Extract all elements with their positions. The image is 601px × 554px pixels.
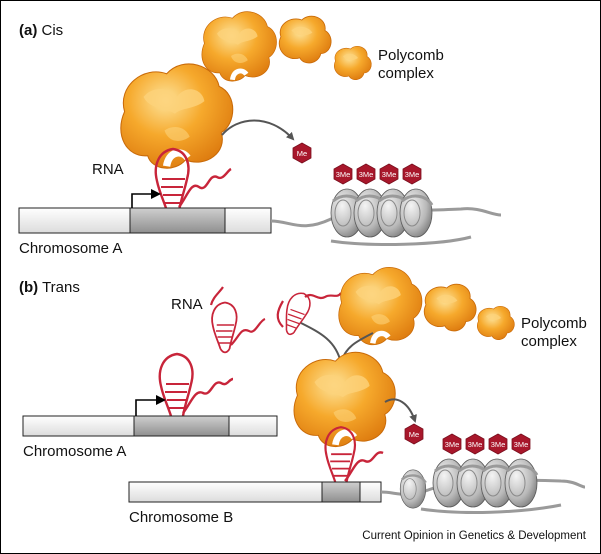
gene-region-b xyxy=(133,415,230,437)
polycomb-label-b-line1: Polycomb xyxy=(521,315,587,332)
converge-arrow-left xyxy=(300,322,342,364)
trimethyl-label-b-3: 3Me xyxy=(491,440,506,449)
rna-label-b: RNA xyxy=(171,296,203,313)
polycomb-label-b-line2: complex xyxy=(521,333,577,350)
panel-b-heading: (b) Trans xyxy=(19,280,80,295)
chromosome-a-label-b: Chromosome A xyxy=(23,443,127,460)
chromosome-b-label: Chromosome B xyxy=(129,509,234,526)
me-label-b: Me xyxy=(409,430,419,439)
polycomb-complex-b-medium xyxy=(423,283,477,332)
promoter-arrow xyxy=(131,189,161,208)
panel-a-title: Cis xyxy=(41,22,64,39)
rna-hairpin-b-chrom-a xyxy=(158,352,194,422)
free-rna-2-tail xyxy=(276,292,342,328)
dna-strand-bottom xyxy=(330,235,472,246)
polycomb-complex-b-small xyxy=(476,305,515,341)
polycomb-complex-medium xyxy=(278,15,332,64)
panel-b-letter: (b) xyxy=(19,279,39,296)
trimethyl-label-a-2: 3Me xyxy=(359,170,374,179)
nucleosome-array-a xyxy=(329,187,434,239)
panel-b-title: Trans xyxy=(42,279,80,296)
chromosome-a-label: Chromosome A xyxy=(19,240,123,257)
polycomb-complex-bound xyxy=(121,64,233,168)
free-rna-1-tail xyxy=(209,286,266,346)
polycomb-label-a-line2: complex xyxy=(378,65,434,82)
trimethyl-label-a-1: 3Me xyxy=(336,170,351,179)
gene-region xyxy=(129,207,226,234)
free-rna-1 xyxy=(211,301,238,354)
polycomb-complex-large xyxy=(202,12,277,81)
dna-strand-b-bottom xyxy=(420,503,562,514)
trimethyl-label-b-4: 3Me xyxy=(514,440,529,449)
trimethyl-label-a-3: 3Me xyxy=(382,170,397,179)
polycomb-label-a-line1: Polycomb xyxy=(378,47,444,64)
panel-a-letter: (a) xyxy=(19,22,38,39)
nucleosome-array-b xyxy=(399,457,539,510)
source-credit: Current Opinion in Genetics & Developmen… xyxy=(362,530,586,542)
trimethyl-label-b-2: 3Me xyxy=(468,440,483,449)
polycomb-complex-small xyxy=(333,45,372,81)
rna-label-a: RNA xyxy=(92,161,124,178)
gene-region-chrom-b xyxy=(321,481,361,503)
polycomb-complex-b-bound xyxy=(294,352,395,446)
promoter-arrow-b xyxy=(135,395,166,416)
transfer-arrow-b xyxy=(384,398,417,423)
panel-a-heading: (a) Cis xyxy=(19,23,63,38)
trimethyl-label-b-1: 3Me xyxy=(445,440,460,449)
me-label-a: Me xyxy=(297,149,307,158)
rna-tail xyxy=(178,167,232,208)
rna-tail-b-chrom-b xyxy=(344,451,384,482)
transfer-arrow-a xyxy=(221,119,295,141)
free-rna-2 xyxy=(277,288,315,339)
polycomb-complex-b-large xyxy=(339,267,422,344)
rna-tail-b-chrom-a xyxy=(182,377,234,414)
trimethyl-label-a-4: 3Me xyxy=(405,170,420,179)
